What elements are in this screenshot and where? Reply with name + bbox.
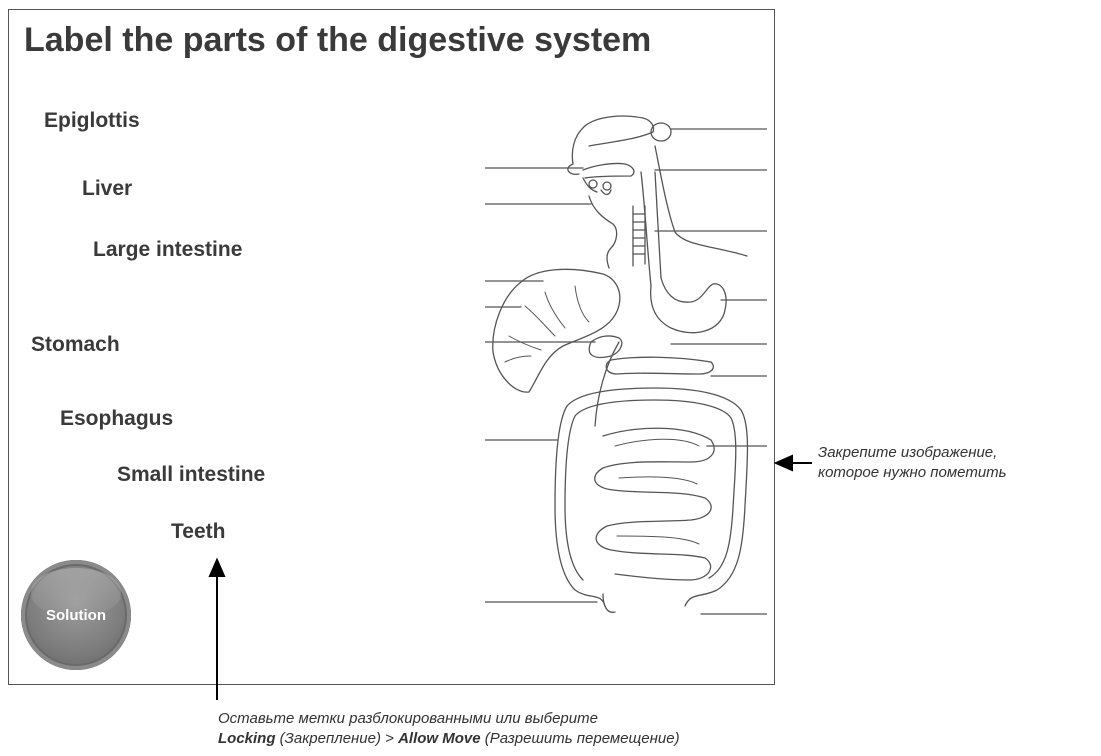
- allow-move-menu-name: Allow Move: [398, 730, 481, 747]
- bottom-annotation: Оставьте метки разблокированными или выб…: [218, 709, 680, 749]
- right-annotation-line1: Закрепите изображение,: [818, 443, 1007, 463]
- right-annotation-line2: которое нужно пометить: [818, 463, 1007, 483]
- bottom-annotation-line2: Locking (Закрепление) > Allow Move (Разр…: [218, 729, 680, 749]
- bottom-annotation-line1: Оставьте метки разблокированными или выб…: [218, 709, 680, 729]
- locking-translation: (Закрепление) >: [276, 730, 399, 747]
- right-annotation: Закрепите изображение, которое нужно пом…: [818, 443, 1007, 483]
- up-arrow-head: [210, 560, 224, 576]
- locking-menu-name: Locking: [218, 730, 276, 747]
- allow-move-translation: (Разрешить перемещение): [481, 730, 680, 747]
- left-arrow-head: [776, 456, 792, 470]
